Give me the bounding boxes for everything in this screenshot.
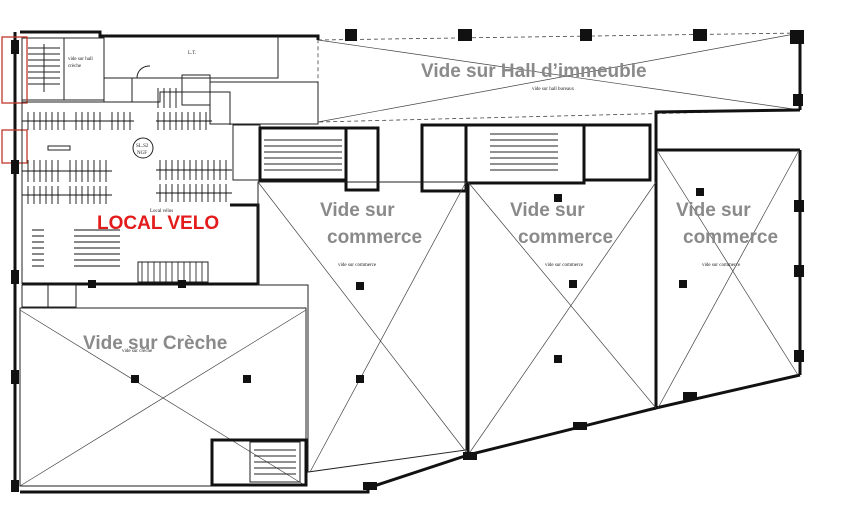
commerce-3-sub: vide sur commerce (702, 263, 741, 268)
commerce-1-line-2: commerce (327, 227, 422, 248)
shaft-label-1: SL.S2 (136, 144, 149, 149)
shaft-label-2: NGF (137, 151, 147, 156)
commerce-1-sub: vide sur commerce (338, 263, 377, 268)
commerce-void-3: Vide sur commerce vide sur commerce (657, 151, 799, 409)
commerce-3-line-1: Vide sur (676, 200, 751, 221)
commerce-2-line-2: commerce (518, 227, 613, 248)
commerce-1-line-1: Vide sur (320, 200, 395, 221)
commerce-2-sub: vide sur commerce (545, 263, 584, 268)
creche-void: Vide sur Crèche vide sur creche (19, 307, 308, 487)
commerce-3-line-2: commerce (683, 227, 778, 248)
velo-sub-label: Local vélos (150, 209, 173, 214)
core-top-left: vide sur hall crèche L.T. (21, 36, 319, 125)
local-velo-label: LOCAL VELO (97, 213, 219, 234)
stair-note-1: vide sur hall (68, 57, 93, 62)
stair-note-2: crèche (68, 64, 82, 69)
local-velo: SL.S2 NGF Local vélos LOCAL VELO (21, 88, 260, 308)
creche-sub: vide sur creche (122, 349, 153, 354)
commerce-2-line-1: Vide sur (510, 200, 585, 221)
commerce-void-2: Vide sur commerce vide sur commerce (467, 181, 657, 456)
lt-label: L.T. (188, 51, 196, 56)
hall-sub: vide sur hall bureaux (532, 87, 575, 92)
outer-walls (13, 30, 802, 494)
facade-columns (11, 40, 804, 492)
core-middle (232, 123, 652, 193)
hall-label: Vide sur Hall d’immeuble (421, 61, 647, 82)
creche-label: Vide sur Crèche (83, 333, 227, 354)
commerce-void-1: Vide sur commerce vide sur commerce (257, 181, 467, 473)
